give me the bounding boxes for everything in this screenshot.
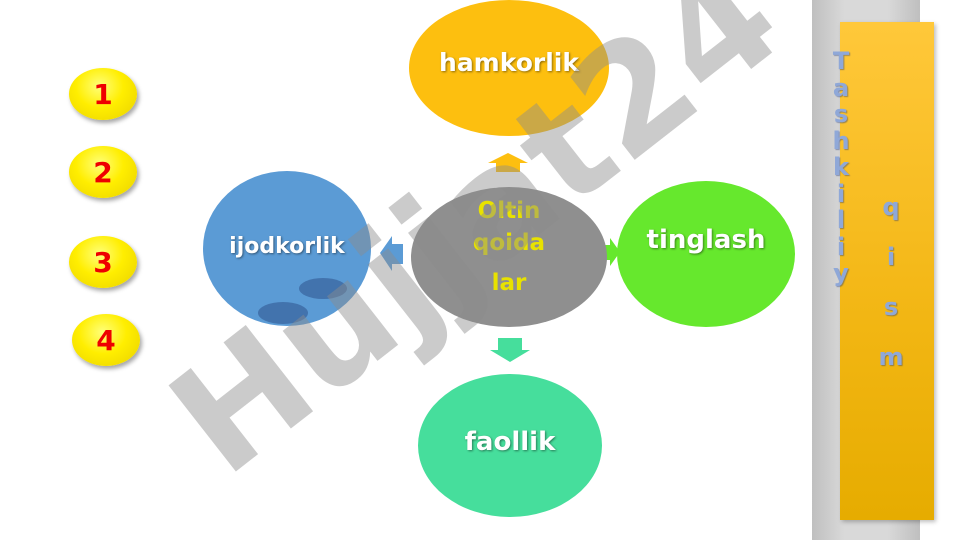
- letter: i: [886, 243, 896, 271]
- letter: q: [882, 193, 900, 221]
- letter: h: [832, 126, 850, 155]
- vertical-word-tashkiliy: T a s h k i l i y: [826, 48, 856, 287]
- number-badge-3[interactable]: 3: [69, 236, 137, 288]
- arrow-left-icon: [380, 236, 403, 271]
- letter: i: [836, 232, 846, 261]
- node-hamkorlik[interactable]: hamkorlik: [409, 0, 609, 136]
- center-label-line: lar: [491, 270, 527, 296]
- number-badge-4[interactable]: 4: [72, 314, 140, 366]
- node-ijodkorlik[interactable]: ijodkorlik: [203, 171, 371, 326]
- letter: y: [833, 259, 849, 287]
- node-label: hamkorlik: [439, 47, 579, 77]
- center-label-line: qoida: [472, 230, 546, 256]
- letter: T: [832, 47, 850, 75]
- letter: a: [832, 73, 850, 102]
- letter: k: [833, 153, 849, 181]
- arrow-up-icon: [488, 153, 528, 172]
- vertical-word-qism: q i s m: [876, 182, 906, 382]
- decorative-bubble: [258, 302, 308, 324]
- node-faollik[interactable]: faollik: [418, 374, 602, 517]
- letter: i: [836, 179, 846, 208]
- arrow-down-icon: [490, 338, 530, 362]
- node-tinglash[interactable]: tinglash: [617, 181, 795, 327]
- node-label: ijodkorlik: [229, 234, 345, 259]
- letter: s: [833, 100, 849, 128]
- center-node-oltin-qoidalar[interactable]: Oltin qoida lar: [411, 187, 607, 327]
- number-badge-2[interactable]: 2: [69, 146, 137, 198]
- node-label: tinglash: [646, 225, 766, 255]
- node-label: faollik: [464, 426, 556, 457]
- side-banner: [840, 22, 934, 520]
- letter: l: [836, 206, 846, 234]
- center-label-line: Oltin: [477, 198, 541, 224]
- number-badge-1[interactable]: 1: [69, 68, 137, 120]
- letter: m: [878, 343, 904, 371]
- decorative-bubble: [299, 278, 347, 299]
- letter: s: [883, 293, 899, 321]
